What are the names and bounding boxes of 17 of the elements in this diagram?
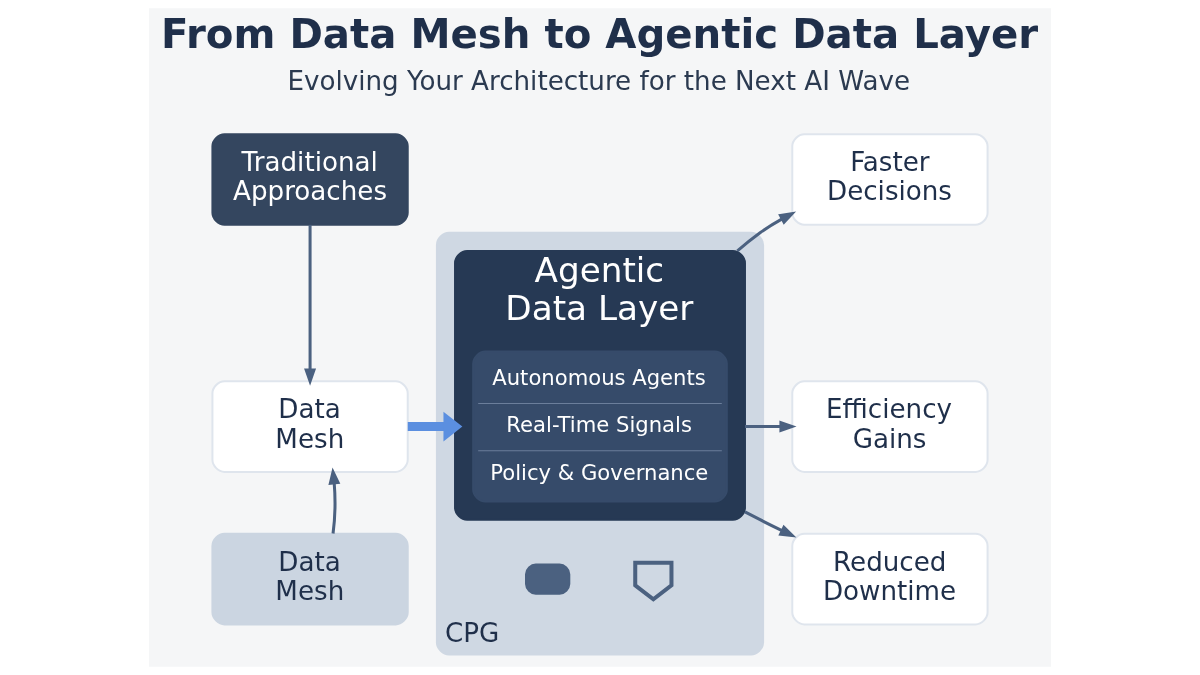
node-box — [525, 563, 571, 595]
arrow — [407, 411, 463, 442]
arrow — [744, 420, 797, 433]
label: Evolving Your Architecture for the Next AI Wave — [287, 65, 911, 96]
arrow — [744, 510, 797, 538]
node-box: Data Mesh — [211, 532, 409, 626]
diagram-title: From Data Mesh to Agentic Data Layer — [161, 10, 1039, 57]
node-box: Data Mesh — [211, 380, 409, 473]
node-box: Faster Decisions — [791, 133, 989, 226]
arrow — [328, 467, 341, 534]
node-box: Efficiency Gains — [791, 380, 989, 473]
arrow — [304, 224, 317, 386]
node-box: Traditional Approaches — [211, 133, 409, 226]
node-shield — [633, 560, 674, 602]
node-box: Reduced Downtime — [791, 532, 989, 626]
arrow — [736, 211, 797, 253]
node-box: Autonomous Agents Real-Time Signals Policy & Governance — [472, 350, 728, 503]
